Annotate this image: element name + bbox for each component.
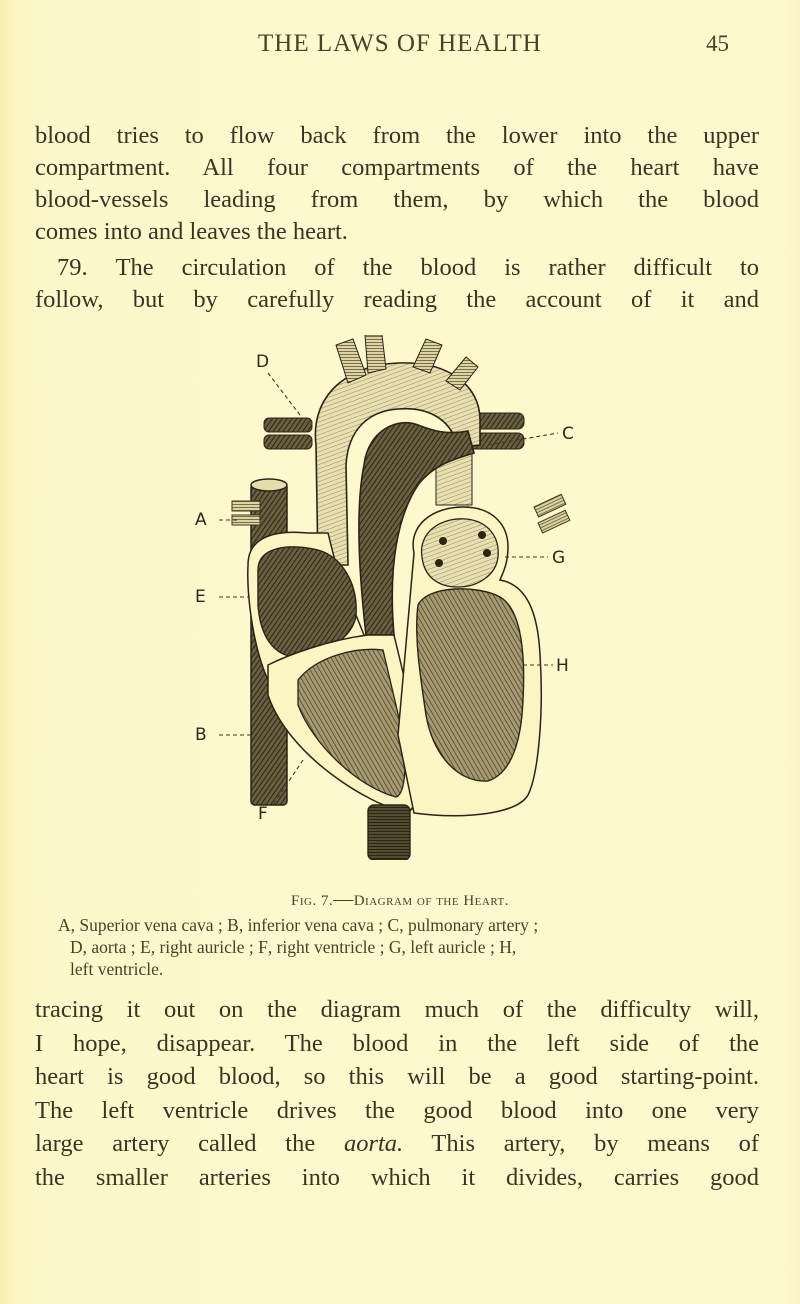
legend-key: A [58, 915, 71, 935]
text-line: follow, but by carefully reading the acc… [35, 286, 759, 313]
diagram-label-g: G [552, 548, 565, 568]
dash: — [333, 888, 354, 910]
figure-caption-title: Fig. 7.—Diagram of the Heart. [0, 888, 800, 911]
diagram-label-d: D [256, 352, 269, 372]
page-number: 45 [706, 31, 729, 56]
legend-key: C [387, 915, 400, 935]
section-number: 79. [57, 254, 88, 281]
text-line: heart is good blood, so this will be a g… [35, 1063, 759, 1090]
diagram-label-e: E [195, 587, 206, 607]
legend-text: inferior vena cava [247, 915, 374, 935]
legend-key: E [140, 937, 151, 957]
diagram-label-b: B [195, 725, 207, 745]
text-line: tracing it out on the diagram much of th… [35, 996, 759, 1023]
paragraph-continued: tracing it out on the diagram much of th… [35, 993, 759, 1194]
text-line: comes into and leaves the heart. [35, 218, 348, 245]
legend-text: aorta [91, 937, 127, 957]
text-line: The left ventricle drives the good blood… [35, 1096, 759, 1124]
legend-key: B [227, 915, 239, 935]
heart-diagram: D C G H F [198, 334, 608, 861]
figure-legend: A, Superior vena cava ; B, inferior vena… [58, 914, 758, 980]
text-line: compartment. All four compartments of th… [35, 154, 759, 181]
text-span: The circulation of the blood is rather d… [115, 254, 760, 281]
paragraph-continuation: blood tries to flow back from the lower … [35, 120, 759, 248]
text-line: the smaller arteries into which it divid… [35, 1163, 759, 1191]
legend-text: Superior vena cava [79, 915, 214, 935]
legend-text: pulmonary artery [407, 915, 529, 935]
running-title: THE LAWS OF HEALTH [258, 30, 542, 57]
text-line: 79. The circulation of the blood is rath… [35, 252, 759, 284]
diagram-label-c: C [562, 424, 574, 444]
paragraph-79: 79. The circulation of the blood is rath… [35, 252, 759, 316]
text-line: large artery called the aorta. This arte… [35, 1127, 759, 1161]
legend-key: D [70, 937, 83, 957]
running-head: THE LAWS OF HEALTH 45 [0, 30, 800, 60]
legend-line: A, Superior vena cava ; B, inferior vena… [58, 915, 539, 935]
diagram-label-f: F [258, 804, 268, 824]
italic-term: aorta. [343, 1130, 404, 1157]
diagram-label-h: H [556, 656, 569, 676]
heart-engraving-icon: D C G H F [198, 334, 574, 861]
text-line: blood tries to flow back from the lower … [35, 122, 759, 149]
diagram-label-a: A [195, 510, 207, 530]
legend-key: G [388, 937, 402, 957]
legend-text: right ventricle [276, 937, 376, 957]
text-span: large artery called the [35, 1130, 344, 1157]
text-line: blood-vessels leading from them, by whic… [35, 186, 759, 213]
text-span: This artery, by means of [403, 1130, 760, 1157]
legend-text: left auricle [410, 937, 486, 957]
legend-line: D, aorta ; E, right auricle ; F, right v… [70, 937, 517, 957]
text-line: I hope, disappear. The blood in the left… [35, 1029, 759, 1057]
figure-number: Fig. 7. [291, 893, 334, 909]
legend-key: F [258, 937, 268, 957]
legend-key: H [499, 937, 512, 957]
legend-text: right auricle [159, 937, 245, 957]
legend-line: left ventricle. [70, 959, 164, 979]
figure-title: Diagram of the Heart. [353, 893, 509, 909]
